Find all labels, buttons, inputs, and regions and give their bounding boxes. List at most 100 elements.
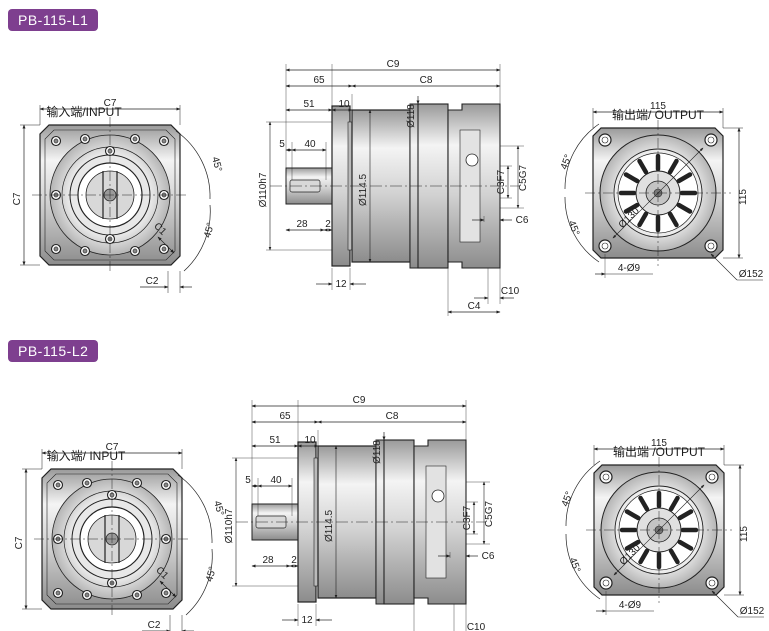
dimension-label: 10 (338, 99, 350, 110)
dimension-label: C9 (387, 59, 400, 70)
dimension-label: 65 (313, 75, 325, 86)
ring-housing (383, 439, 415, 605)
dimension-label: 10 (304, 435, 316, 446)
angle-arc-1 (565, 460, 601, 527)
bolt-center (134, 592, 140, 598)
dimension-label: 4-Ø9 (618, 263, 641, 274)
dimension-label: C10 (467, 622, 486, 631)
dimension-label: 2 (325, 219, 331, 230)
bolt-center (163, 482, 169, 488)
bolt-center (55, 482, 61, 488)
dimension-label: 65 (279, 411, 291, 422)
angle-arc-1 (177, 474, 213, 544)
dimension-label: 45° (560, 490, 576, 508)
dimension-label: C3F7 (462, 505, 473, 530)
dimension-label: 115 (651, 438, 667, 449)
dimension-label: 28 (296, 219, 308, 230)
dimension-label: 115 (650, 101, 666, 112)
bolt-center (132, 248, 138, 254)
model-badge-l2: PB-115-L2 (8, 340, 99, 362)
dimension-label: 45° (566, 219, 582, 237)
adapter-port (431, 489, 445, 503)
c1-dim (159, 580, 177, 598)
d152-leader (711, 590, 739, 618)
dimension-label: C7 (14, 536, 25, 549)
dimension-label: 45° (204, 566, 219, 583)
dimension-label: 45° (567, 556, 583, 574)
dimension-label: C9 (353, 395, 366, 406)
d152-leader (710, 253, 738, 281)
input-flange-inner-edge (46, 473, 178, 605)
c1-dim (157, 236, 175, 254)
dimension-label: C7 (12, 192, 23, 205)
dimension-label: 40 (270, 475, 282, 486)
dimension-label: 12 (335, 279, 347, 290)
d130-dim (613, 484, 705, 576)
dimension-label: Ø110h7 (258, 172, 269, 207)
bolt-center (53, 246, 59, 252)
dimension-label: C5G7 (484, 501, 495, 528)
dimension-label: Ø152 (740, 606, 765, 617)
dimension-label: 115 (739, 526, 750, 542)
bolt-center (84, 480, 90, 486)
dimension-label: Ø114.5 (324, 510, 335, 542)
dimension-label: C2 (146, 276, 159, 287)
dimension-label: C4 (468, 301, 481, 312)
angle-arc-1 (564, 123, 600, 190)
dimension-label: 51 (269, 435, 281, 446)
dimension-label: 40 (304, 139, 316, 150)
bolt-center (161, 138, 167, 144)
dimension-label: 28 (262, 555, 274, 566)
angle-arc-2 (565, 533, 601, 600)
dimension-label: Ø118 (372, 440, 383, 464)
dimension-label: C2 (148, 620, 161, 631)
bolt-center (53, 138, 59, 144)
dimension-label: 5 (245, 475, 251, 486)
dimension-label: C5G7 (518, 165, 529, 192)
mount-hole-inner (602, 473, 610, 481)
dimension-label: C8 (420, 75, 433, 86)
dimension-label: Ø118 (406, 104, 417, 128)
dimension-label: 45° (559, 153, 575, 171)
dimension-label: 5 (279, 139, 285, 150)
mount-hole-inner (708, 579, 716, 587)
dimension-label: Ø152 (739, 269, 764, 280)
dimension-label: C3F7 (496, 169, 507, 194)
adapter-port (465, 153, 479, 167)
bolt-center (82, 136, 88, 142)
bolt-center (134, 480, 140, 486)
dimension-label: 45° (202, 222, 217, 239)
dimension-label: 45° (211, 500, 226, 517)
angle-arc-2 (183, 204, 211, 272)
bolt-center (84, 592, 90, 598)
dimension-label: 45° (209, 156, 224, 173)
dimension-label: C7 (106, 442, 119, 453)
dimension-label: Ø110h7 (224, 508, 235, 543)
bolt-center (82, 248, 88, 254)
dimension-label: 4-Ø9 (619, 600, 642, 611)
mount-hole-inner (602, 579, 610, 587)
dimension-label: C7 (104, 98, 117, 109)
input-centerline (34, 461, 190, 617)
angle-arc-2 (564, 196, 600, 263)
dimension-label: C8 (386, 411, 399, 422)
model-badge-l1: PB-115-L1 (8, 9, 99, 31)
dimension-label: Ø114.5 (358, 174, 369, 206)
angle-arc-1 (175, 130, 211, 200)
mount-hole-inner (707, 242, 715, 250)
mount-hole-inner (707, 136, 715, 144)
dimension-label: C6 (516, 215, 529, 226)
dimension-label: C6 (482, 551, 495, 562)
d130-dim (612, 147, 704, 239)
bolt-center (161, 246, 167, 252)
dimension-label: 12 (301, 615, 313, 626)
dimension-label: 2 (291, 555, 297, 566)
dimension-label: 115 (738, 189, 749, 205)
bolt-center (55, 590, 61, 596)
